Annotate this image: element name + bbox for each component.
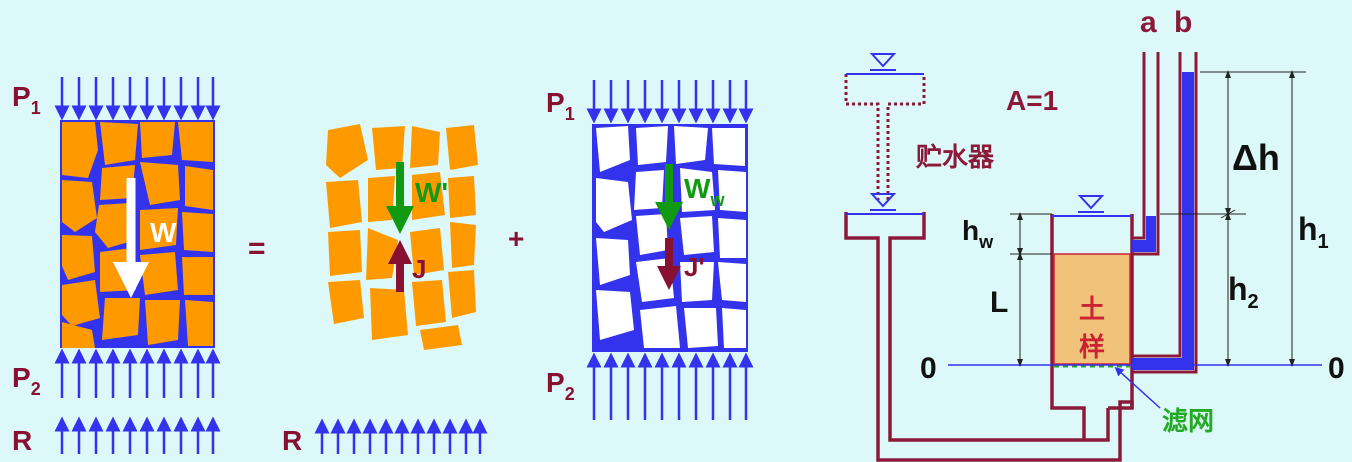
label-ww: Ww	[684, 173, 725, 210]
arrow-w-prime	[386, 162, 414, 234]
pore-water-column: Ww J' P1 P2	[546, 80, 754, 420]
label-w: W	[150, 217, 177, 248]
bottom-load-arrows-right	[586, 352, 754, 420]
top-load-arrows-right	[586, 80, 754, 124]
reservoir-pipe	[844, 212, 1134, 462]
arrow-j	[388, 240, 412, 292]
tube-b-water	[1182, 72, 1194, 370]
sample-cylinder	[1050, 214, 1134, 440]
label-r: R	[12, 425, 32, 456]
label-h2: h2	[1228, 271, 1259, 313]
equals-sign: =	[248, 232, 266, 265]
arrow-j-prime	[657, 238, 681, 290]
tube-a-water-elbow	[1132, 240, 1156, 252]
weight-arrow-w	[113, 178, 149, 298]
tube-b-water-elbow	[1132, 358, 1194, 370]
void-shapes	[596, 126, 746, 348]
permeameter: 土 样 a b A=1 贮水器 0 0 hw L	[844, 6, 1345, 462]
label-L: L	[990, 286, 1008, 319]
label-j-prime: J'	[684, 252, 705, 282]
soil-grains-left	[62, 122, 213, 348]
plus-sign: +	[508, 223, 524, 254]
tube-a-water	[1146, 216, 1156, 252]
label-tube-a: a	[1140, 6, 1157, 39]
reaction-arrows-middle	[314, 418, 488, 454]
label-p1-right: P1	[546, 87, 575, 124]
soil-sample	[1053, 253, 1131, 365]
soil-skeleton: W' J R	[282, 124, 488, 456]
datum-left: 0	[920, 352, 937, 385]
label-h1: h1	[1298, 211, 1329, 253]
soil-label-line2: 样	[1079, 332, 1105, 362]
arrow-ww	[655, 164, 683, 230]
label-j: J	[412, 254, 426, 284]
filter-callout-line	[1114, 366, 1161, 409]
label-area: A=1	[1006, 85, 1058, 116]
tube-b	[1132, 52, 1198, 374]
soil-grains-skeleton	[326, 124, 478, 350]
top-load-arrows-left	[54, 77, 221, 121]
reservoir-upper-dotted	[844, 74, 926, 200]
label-filter: 滤网	[1162, 406, 1214, 436]
datum-right: 0	[1328, 352, 1345, 385]
label-r2: R	[282, 425, 302, 456]
dimension-lines	[1010, 70, 1306, 367]
water-level-marker-reservoir	[869, 193, 897, 215]
water-level-marker-upper	[869, 53, 897, 75]
tube-a	[1132, 52, 1160, 256]
bottom-load-arrows-left	[54, 348, 221, 398]
soil-column-left: W P1 P2 R	[12, 77, 221, 456]
water-level-marker-sample	[1077, 195, 1105, 217]
label-p1: P1	[12, 81, 41, 118]
label-w-prime: W'	[415, 177, 448, 208]
label-tube-b: b	[1174, 6, 1192, 39]
label-delta-h: Δh	[1232, 137, 1280, 178]
label-p2-right: P2	[546, 367, 575, 404]
label-hw: hw	[962, 215, 994, 252]
label-p2: P2	[12, 362, 41, 399]
label-reservoir: 贮水器	[916, 142, 995, 172]
reaction-arrows-left	[54, 416, 221, 454]
soil-label-line1: 土	[1079, 294, 1105, 324]
